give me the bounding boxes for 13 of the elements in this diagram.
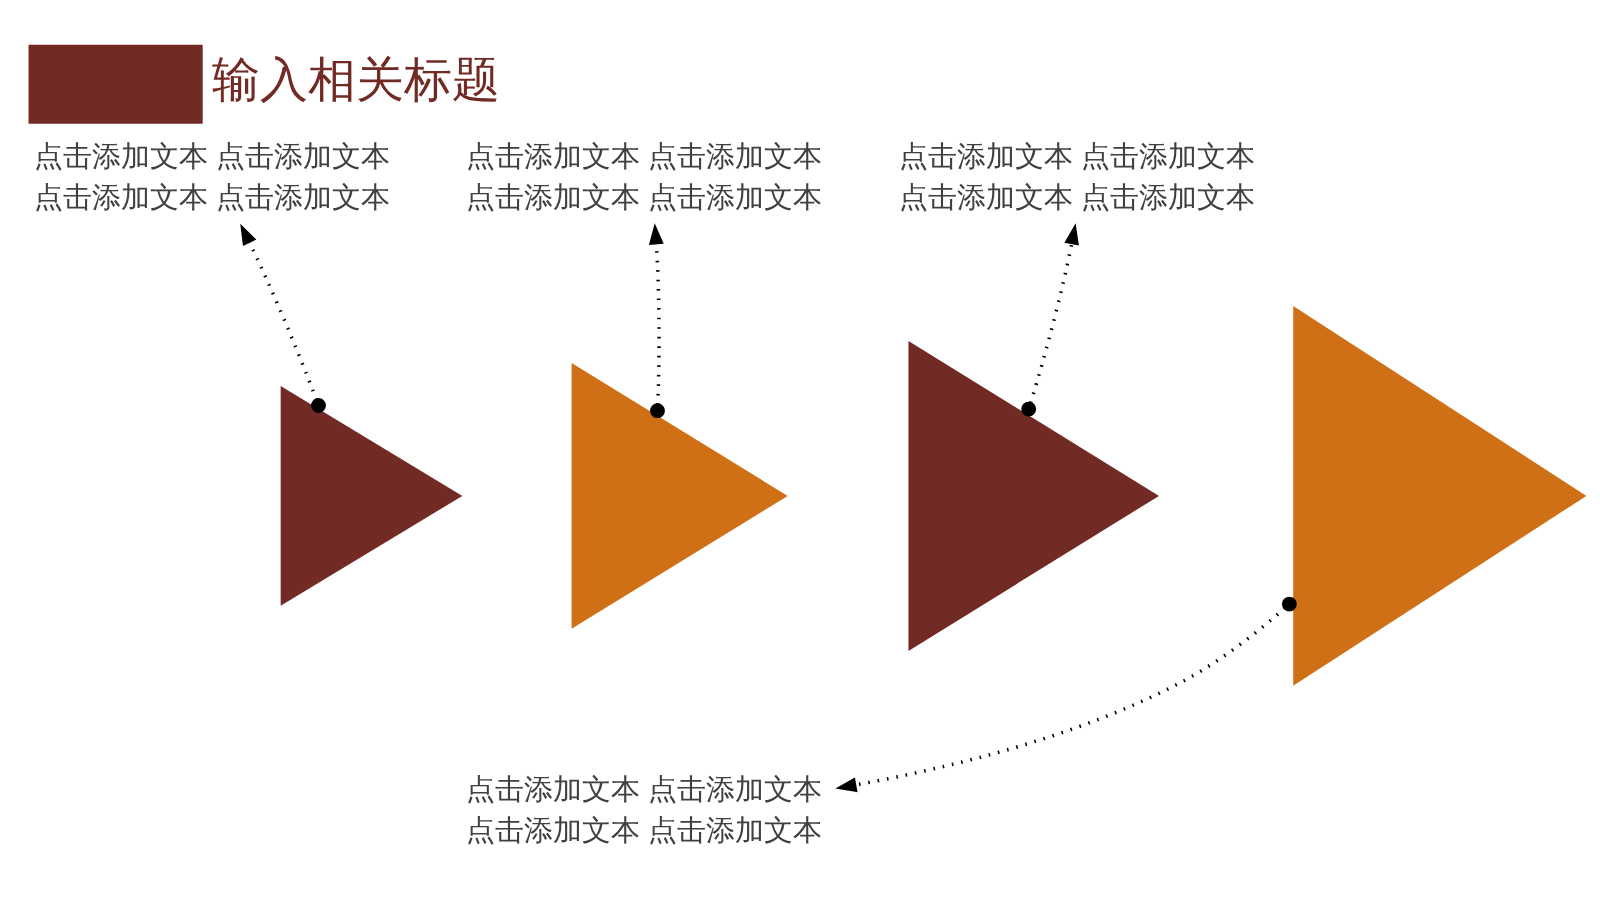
arrow	[240, 223, 326, 413]
arrow	[835, 596, 1297, 793]
arrow	[1021, 223, 1079, 417]
node-triangle	[1293, 306, 1587, 686]
arrow	[648, 223, 665, 419]
node-triangle	[280, 386, 463, 606]
diagram-title: 输入相关标题	[212, 52, 501, 108]
node-text: 点击添加文本 点击添加文本 点击添加文本 点击添加文本	[34, 139, 391, 214]
node-triangle	[571, 363, 788, 629]
node-text: 点击添加文本 点击添加文本 点击添加文本 点击添加文本	[466, 139, 823, 214]
node-text: 点击添加文本 点击添加文本 点击添加文本 点击添加文本	[466, 772, 823, 848]
node-triangle	[908, 340, 1159, 651]
node-text: 点击添加文本 点击添加文本 点击添加文本 点击添加文本	[898, 139, 1255, 214]
